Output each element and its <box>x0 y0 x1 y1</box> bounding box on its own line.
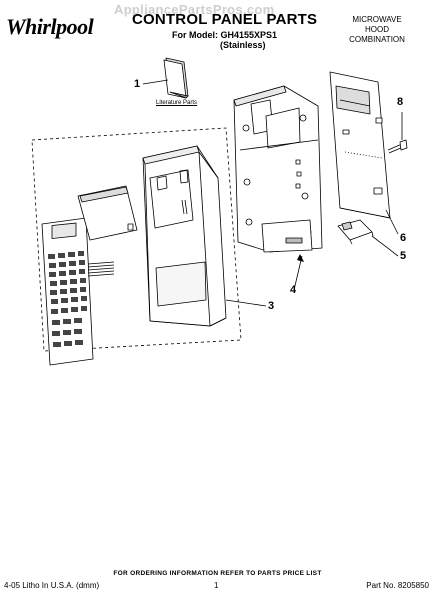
keypad-membrane <box>41 217 115 366</box>
connector-clip <box>337 219 374 245</box>
ordering-info: FOR ORDERING INFORMATION REFER TO PARTS … <box>113 570 322 577</box>
callout-leader-6 <box>385 209 399 235</box>
callout-number-3: 3 <box>268 300 275 312</box>
control-board-bracket <box>233 85 323 253</box>
part-number: Part No. 8205850 <box>366 581 429 590</box>
mounting-screw <box>387 139 408 154</box>
callout-leader-1 <box>142 79 169 85</box>
product-type-line-1: MICROWAVE <box>352 15 402 24</box>
product-type-line-2: HOOD <box>365 25 389 34</box>
callout-number-8: 8 <box>397 96 404 108</box>
display-window-lens <box>77 185 138 241</box>
callout-number-1: 1 <box>134 78 141 90</box>
control-panel-frame <box>142 145 227 327</box>
callout-number-4: 4 <box>290 284 297 296</box>
keypad-ribbon <box>87 261 115 277</box>
callout-leader-3 <box>225 299 267 307</box>
print-info: 4-05 Litho In U.S.A. (dmm) <box>4 581 100 590</box>
callout-leader-4 <box>293 255 303 291</box>
product-type-line-3: COMBINATION <box>349 35 405 44</box>
literature-booklet <box>163 57 189 99</box>
finish-label: (Stainless) <box>220 40 266 50</box>
brand-logo: Whirlpool <box>6 14 94 39</box>
product-type: MICROWAVE HOOD COMBINATION <box>337 15 417 45</box>
page-title: CONTROL PANEL PARTS <box>132 11 318 28</box>
callout-number-6: 6 <box>400 232 407 244</box>
callout-number-5: 5 <box>400 250 407 262</box>
literature-parts-label: Literature Parts <box>156 100 198 106</box>
page-number: 1 <box>214 581 219 590</box>
callout-leader-5 <box>371 235 399 257</box>
model-number: For Model: GH4155XPS1 <box>172 30 278 40</box>
control-board-pcb <box>329 71 391 219</box>
assembly-dashed-outline <box>31 127 242 352</box>
watermark-text: AppliancePartsPros.com <box>114 2 275 17</box>
